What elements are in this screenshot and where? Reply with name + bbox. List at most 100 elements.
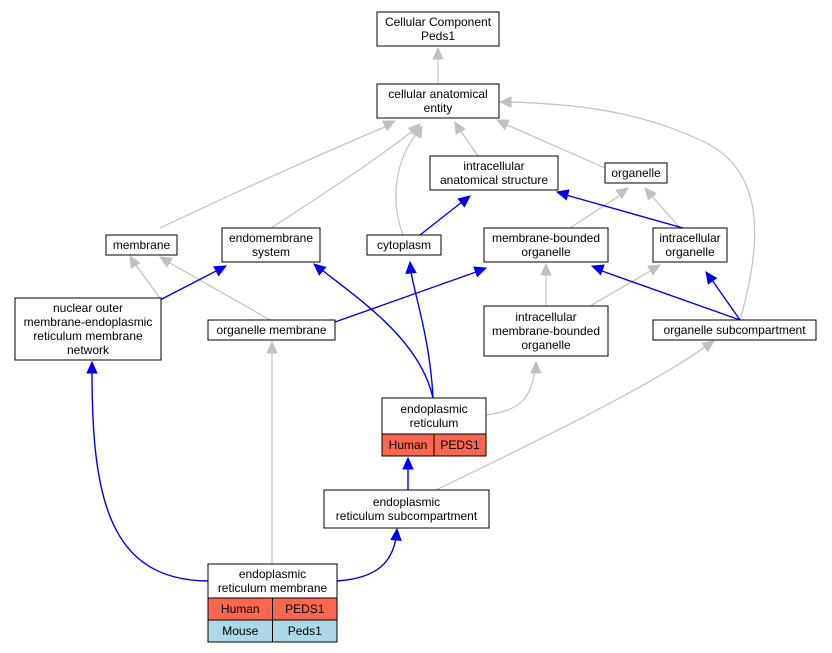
arrowhead-icon — [382, 120, 397, 132]
edge-line — [589, 269, 653, 307]
arrowhead-icon — [313, 263, 327, 276]
edge-line — [159, 123, 393, 229]
term-label-line: reticulum membrane — [218, 581, 328, 595]
term-node-nuclear-outer-membrane[interactable]: nuclear outermembrane-endoplasmicreticul… — [14, 297, 162, 361]
term-box — [323, 489, 490, 529]
term-label-line: organelle — [521, 245, 571, 259]
gene-label: PEDS1 — [285, 602, 325, 616]
arrowhead-icon — [644, 187, 657, 201]
arrowhead-icon — [405, 260, 417, 274]
term-label-line: reticulum subcompartment — [336, 509, 478, 523]
arrowhead-icon — [590, 264, 605, 276]
edge-line — [711, 279, 741, 321]
is-a-edge — [540, 262, 552, 306]
edge-line — [601, 270, 741, 321]
term-box — [429, 155, 559, 191]
edge-line — [336, 537, 397, 582]
gene-label: Peds1 — [288, 624, 322, 638]
arrowhead-icon — [390, 527, 402, 541]
arrowhead-icon — [457, 195, 471, 208]
term-box — [604, 162, 668, 184]
part-of-edge — [590, 264, 741, 321]
term-node-organelle-subcompartment[interactable]: organelle subcompartment — [652, 319, 817, 341]
part-of-edge — [405, 260, 434, 399]
arrowhead-icon — [86, 360, 98, 374]
is-a-edge — [158, 256, 271, 321]
arrowhead-icon — [530, 360, 542, 374]
term-node-organelle-membrane[interactable]: organelle membrane — [207, 319, 336, 341]
term-box — [366, 234, 442, 256]
edge-line — [565, 194, 691, 231]
arrowhead-icon — [411, 124, 423, 139]
annotation-row-human[interactable]: Human PEDS1 — [207, 597, 338, 621]
term-box — [483, 305, 609, 357]
is-a-edge — [266, 340, 278, 564]
part-of-edge — [419, 195, 471, 236]
is-a-edge — [129, 254, 161, 299]
edge-line — [419, 201, 463, 236]
is-a-edge — [498, 96, 756, 321]
species-label: Human — [389, 438, 428, 452]
term-label-line: reticulum — [410, 416, 459, 430]
term-box — [652, 227, 728, 263]
part-of-edge — [402, 456, 414, 490]
arrowhead-icon — [213, 265, 228, 277]
term-box — [376, 11, 500, 47]
term-box — [14, 297, 162, 361]
term-label-line: endoplasmic — [373, 495, 440, 509]
edge-line — [159, 269, 219, 301]
arrowhead-icon — [473, 266, 488, 278]
arrowhead-icon — [615, 187, 629, 200]
term-label-line: nuclear outer — [53, 301, 123, 315]
term-label-line: organelle — [521, 338, 571, 352]
arrowhead-icon — [555, 189, 570, 201]
arrowhead-icon — [266, 340, 278, 354]
edge-layer — [86, 46, 756, 582]
part-of-edge — [334, 266, 488, 323]
species-label: Mouse — [222, 624, 258, 638]
is-a-edge — [395, 124, 423, 236]
arrowhead-icon — [701, 340, 715, 353]
arrowhead-icon — [495, 119, 510, 131]
edge-line — [395, 131, 419, 236]
term-node-cytoplasm[interactable]: cytoplasm — [366, 234, 442, 256]
annotation-row-mouse[interactable]: Mouse Peds1 — [207, 619, 338, 643]
edge-line — [435, 345, 707, 491]
term-box — [483, 227, 609, 263]
species-label: Human — [221, 602, 260, 616]
part-of-edge — [705, 271, 741, 321]
term-box — [207, 319, 336, 341]
is-a-edge — [454, 120, 479, 157]
term-box — [105, 234, 178, 256]
term-label-line: network — [67, 343, 110, 357]
edge-line — [509, 101, 756, 321]
term-box — [652, 319, 817, 341]
term-label-line: organelle — [665, 245, 715, 259]
is-a-edge — [270, 123, 421, 229]
part-of-edge — [313, 263, 434, 399]
term-node-organelle[interactable]: organelle — [604, 162, 668, 184]
gene-cell — [433, 433, 487, 457]
part-of-edge — [86, 360, 209, 582]
edge-line — [321, 269, 434, 399]
is-a-edge — [495, 119, 606, 169]
arrowhead-icon — [402, 456, 414, 470]
term-label-line: intracellular — [659, 231, 720, 245]
edge-line — [486, 369, 536, 416]
edge-line — [91, 371, 209, 582]
arrowhead-icon — [705, 271, 718, 285]
gene-cell — [272, 619, 338, 643]
is-a-edge — [644, 187, 681, 229]
term-node-membrane[interactable]: membrane — [105, 234, 178, 256]
